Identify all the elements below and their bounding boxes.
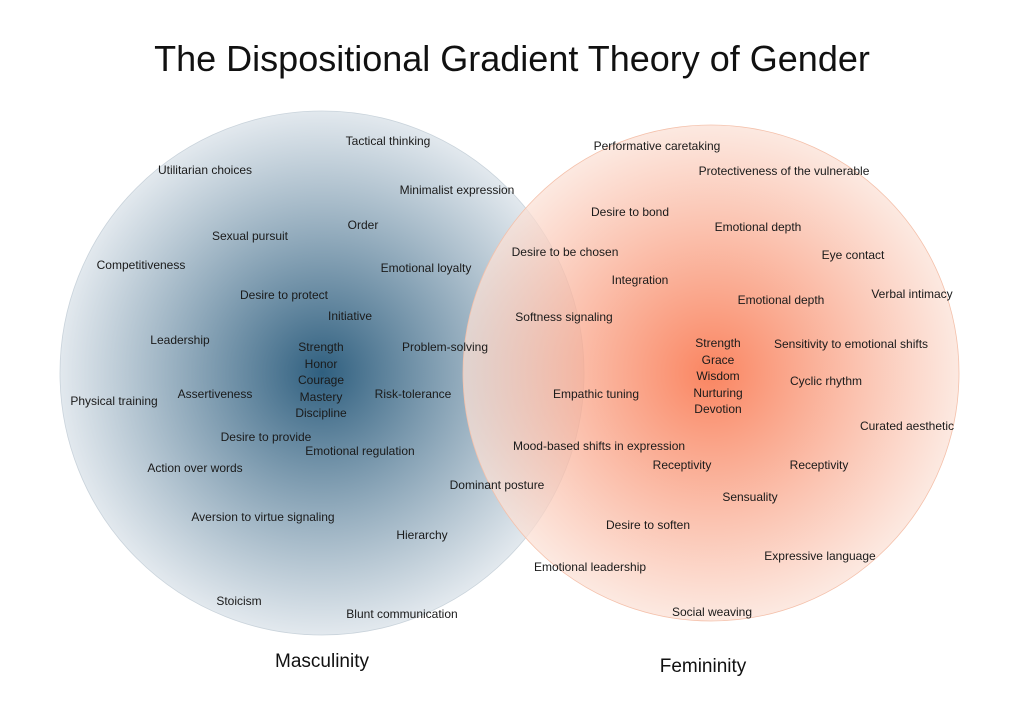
femininity-term: Protectiveness of the vulnerable — [698, 164, 870, 178]
masculinity-core-trait: Strength — [298, 340, 344, 354]
masculinity-term: Initiative — [327, 309, 373, 323]
femininity-term: Receptivity — [789, 458, 849, 472]
femininity-term: Expressive language — [764, 549, 876, 563]
femininity-core-trait: Strength — [695, 336, 741, 350]
femininity-term: Social weaving — [671, 605, 753, 619]
masculinity-core-trait: Courage — [297, 373, 345, 387]
masculinity-term: Leadership — [150, 333, 210, 347]
femininity-term: Desire to soften — [605, 518, 691, 532]
masculinity-term: Hierarchy — [396, 528, 448, 542]
masculinity-term: Order — [347, 218, 379, 232]
masculinity-term: Dominant posture — [449, 478, 545, 492]
femininity-term: Emotional depth — [737, 293, 825, 307]
femininity-term: Cyclic rhythm — [789, 374, 863, 388]
femininity-term: Mood-based shifts in expression — [512, 439, 686, 453]
femininity-circle — [462, 124, 960, 622]
masculinity-term: Sexual pursuit — [211, 229, 289, 243]
masculinity-label: Masculinity — [275, 651, 369, 672]
femininity-term: Desire to be chosen — [511, 245, 619, 259]
femininity-core-trait: Wisdom — [696, 369, 740, 383]
masculinity-term: Emotional regulation — [305, 444, 415, 458]
masculinity-term: Problem-solving — [401, 340, 489, 354]
femininity-term: Emotional depth — [714, 220, 802, 234]
masculinity-term: Desire to protect — [239, 288, 329, 302]
masculinity-core-trait: Discipline — [295, 406, 347, 420]
femininity-term: Receptivity — [652, 458, 712, 472]
masculinity-term: Stoicism — [216, 594, 262, 608]
femininity-core-trait: Grace — [701, 352, 735, 367]
femininity-term: Performative caretaking — [593, 139, 721, 153]
masculinity-term: Utilitarian choices — [157, 163, 253, 177]
masculinity-term: Blunt communication — [346, 607, 458, 621]
femininity-term: Empathic tuning — [552, 387, 640, 401]
femininity-core-trait: Nurturing — [693, 385, 743, 400]
masculinity-term: Desire to provide — [220, 430, 312, 444]
masculinity-term: Minimalist expression — [399, 183, 515, 197]
diagram-title: The Dispositional Gradient Theory of Gen… — [154, 38, 870, 79]
masculinity-term: Aversion to virtue signaling — [191, 510, 335, 524]
femininity-term: Softness signaling — [515, 310, 613, 324]
femininity-term: Eye contact — [821, 248, 885, 262]
femininity-term: Curated aesthetic — [859, 419, 955, 433]
masculinity-term: Tactical thinking — [345, 134, 431, 148]
femininity-term: Emotional leadership — [533, 560, 647, 574]
masculinity-core-stack: Strength Honor Courage Mastery Disciplin… — [295, 339, 346, 422]
masculinity-term: Action over words — [147, 461, 243, 475]
masculinity-core-trait: Mastery — [299, 389, 343, 404]
masculinity-term: Physical training — [70, 394, 158, 408]
femininity-core-trait: Devotion — [694, 402, 742, 416]
femininity-term: Desire to bond — [590, 205, 670, 219]
femininity-core-stack: Strength Grace Wisdom Nurturing Devotion — [693, 335, 742, 418]
femininity-label: Femininity — [659, 656, 747, 677]
femininity-term: Verbal intimacy — [871, 287, 953, 301]
masculinity-term: Competitiveness — [96, 258, 186, 272]
femininity-term: Integration — [611, 273, 669, 287]
masculinity-term: Risk-tolerance — [374, 387, 452, 401]
masculinity-term: Assertiveness — [177, 387, 253, 401]
femininity-term: Sensuality — [722, 490, 778, 504]
masculinity-term: Emotional loyalty — [380, 261, 472, 275]
femininity-term: Sensitivity to emotional shifts — [773, 337, 929, 351]
masculinity-core-trait: Honor — [304, 356, 338, 371]
